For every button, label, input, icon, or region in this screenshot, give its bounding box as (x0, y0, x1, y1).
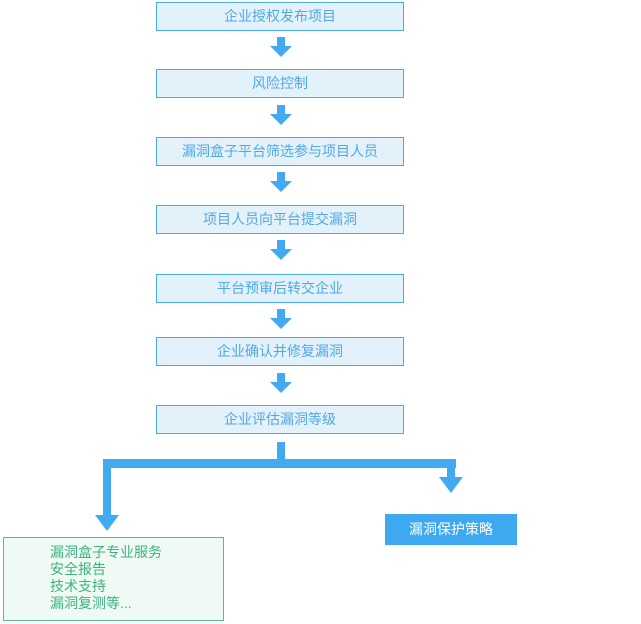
services-box: 漏洞盒子专业服务 安全报告 技术支持 漏洞复测等... (3, 537, 224, 621)
branch-stub-connector (277, 442, 285, 459)
service-line-professional-services: 漏洞盒子专业服务 (50, 544, 162, 560)
flow-step-evaluate-level: 企业评估漏洞等级 (156, 405, 404, 434)
down-arrow-icon (270, 105, 292, 125)
branch-left-connector (103, 459, 111, 516)
branch-horizontal-connector (103, 459, 456, 468)
branch-left-arrowhead-icon (95, 515, 119, 531)
protection-policy-box: 漏洞保护策略 (385, 514, 517, 545)
branch-right-connector (447, 459, 455, 477)
service-line-retest: 漏洞复测等... (50, 595, 132, 611)
flow-step-risk-control: 风险控制 (156, 69, 404, 98)
down-arrow-icon (270, 172, 292, 192)
flow-step-pre-review: 平台预审后转交企业 (156, 274, 404, 303)
flow-step-authorize: 企业授权发布项目 (156, 2, 404, 31)
branch-right-arrowhead-icon (439, 477, 463, 493)
flow-step-screen-members: 漏洞盒子平台筛选参与项目人员 (156, 137, 404, 166)
service-line-tech-support: 技术支持 (50, 578, 106, 594)
down-arrow-icon (270, 309, 292, 329)
flow-step-confirm-fix: 企业确认并修复漏洞 (156, 337, 404, 366)
down-arrow-icon (270, 37, 292, 57)
flow-step-submit-vulns: 项目人员向平台提交漏洞 (156, 205, 404, 234)
service-line-security-report: 安全报告 (50, 561, 106, 577)
down-arrow-icon (270, 240, 292, 260)
down-arrow-icon (270, 373, 292, 393)
